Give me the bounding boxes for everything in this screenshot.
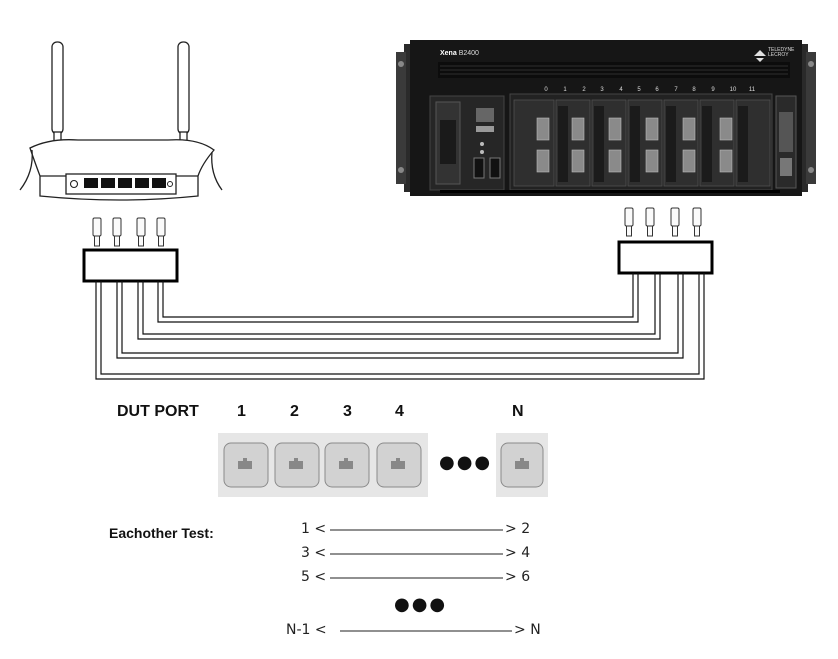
cable-pair-1 xyxy=(95,273,705,380)
router-lan-ports xyxy=(84,178,166,188)
chassis-brand-name: Xena xyxy=(440,50,457,57)
eachother-test-ellipsis: ●●● xyxy=(394,594,448,615)
dut-port-number-2: 2 xyxy=(290,403,299,420)
pair-right-label: > 6 xyxy=(505,569,531,585)
chassis-model-label: Xena B2400 xyxy=(440,50,479,57)
dut-ports xyxy=(223,442,544,488)
slot-number: 1 xyxy=(563,87,567,93)
dut-port-number-n: N xyxy=(512,403,524,420)
rj45-plug-icon xyxy=(645,207,655,237)
pair-right-label: > N xyxy=(514,622,541,638)
ethernet-port-icon xyxy=(289,461,303,469)
slot-number: 11 xyxy=(749,87,756,93)
test-module-slots xyxy=(513,99,771,187)
slot-number: 0 xyxy=(544,87,548,93)
cable-pair-4 xyxy=(157,273,639,323)
slot-number: 5 xyxy=(637,87,641,93)
slot-number: 8 xyxy=(692,87,696,93)
pair-left-label: 3 < xyxy=(301,545,327,561)
slot-number: 10 xyxy=(730,87,737,93)
eachother-test-links xyxy=(330,529,512,632)
pair-right-label: > 2 xyxy=(505,521,531,537)
pair-left-label: N-1 < xyxy=(286,622,327,638)
rj45-plug-icon xyxy=(92,217,102,247)
pair-left-label: 5 < xyxy=(301,569,327,585)
rj45-plug-icon xyxy=(136,217,146,247)
ethernet-port-icon xyxy=(515,461,529,469)
router-cable-bundle xyxy=(82,248,179,283)
rj45-plug-icon xyxy=(670,207,680,237)
router-device xyxy=(19,41,223,201)
slot-number: 2 xyxy=(582,87,586,93)
router-antenna-right xyxy=(177,41,190,147)
ethernet-port-icon xyxy=(391,461,405,469)
teledyne-logo-icon xyxy=(754,50,766,62)
chassis-cable-connectors xyxy=(624,207,702,237)
dut-port-number-3: 3 xyxy=(343,403,352,420)
xena-chassis xyxy=(396,40,816,196)
chassis-cable-bundle xyxy=(617,240,714,275)
ethernet-port-icon xyxy=(339,461,353,469)
dut-port-ellipsis: ●●● xyxy=(439,452,493,473)
slot-number: 4 xyxy=(619,87,623,93)
rj45-plug-icon xyxy=(112,217,122,247)
pair-right-label: > 4 xyxy=(505,545,531,561)
eachother-test-title: Eachother Test: xyxy=(109,525,214,541)
test-cables xyxy=(95,273,705,380)
slot-number: 6 xyxy=(655,87,659,93)
rj45-plug-icon xyxy=(156,217,166,247)
router-power-jack xyxy=(69,179,79,189)
dut-port-4 xyxy=(376,442,422,488)
cable-pair-3 xyxy=(137,273,661,340)
slot-number-labels: 0 1 2 3 4 5 6 7 8 9 10 11 xyxy=(544,87,755,93)
slot-number: 3 xyxy=(600,87,604,93)
teledyne-brand-label: TELEDYNE LECROY xyxy=(768,47,795,58)
dut-port-1 xyxy=(223,442,269,488)
dut-port-3 xyxy=(324,442,370,488)
ethernet-port-icon xyxy=(238,461,252,469)
rj45-plug-icon xyxy=(624,207,634,237)
router-cable-connectors xyxy=(92,217,166,247)
sfp-cages xyxy=(536,117,733,173)
cable-pair-2 xyxy=(116,273,684,359)
dut-port-n xyxy=(500,442,544,488)
chassis-model-number: B2400 xyxy=(458,50,479,57)
router-antenna-left xyxy=(51,41,64,147)
dut-port-number-4: 4 xyxy=(395,403,404,420)
dut-port-number-1: 1 xyxy=(237,403,246,420)
slot-number: 7 xyxy=(674,87,678,93)
rj45-plug-icon xyxy=(692,207,702,237)
slot-number: 9 xyxy=(711,87,715,93)
pair-left-label: 1 < xyxy=(301,521,327,537)
dut-port-2 xyxy=(274,442,320,488)
dut-port-title: DUT PORT xyxy=(117,403,199,420)
